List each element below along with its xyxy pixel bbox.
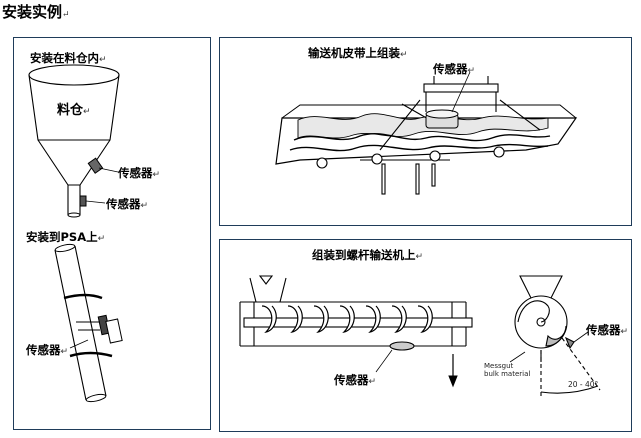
material-text-bulk: bulk material [484,370,531,378]
sensor-label-pipe: 传感器↵ [26,343,69,357]
bin-body [28,74,120,141]
bin-outlet-sensor [79,195,106,207]
pipe-clamp-bottom [69,351,113,358]
belt-sensor [425,71,471,129]
panel-bin-and-pipe [13,37,211,430]
belt-back-edge [281,104,577,119]
sensor-label-hopper: 传感器↵ [118,166,161,180]
pipe-right-wall [74,245,107,397]
material-text-messgut: Messgut [484,362,514,370]
bin-outlet-end [67,212,81,218]
heading-belt-conveyor: 输送机皮带上组装↵ [308,46,408,60]
bin-label: 料仓↵ [57,103,91,118]
angle-label: 20 - 40° [568,380,599,389]
screw-inlet [249,275,287,303]
screw-cross-section [509,275,601,398]
pipe-left-wall [54,249,87,401]
pipe-clamp-top [63,293,103,300]
sensor-label-screw-right: 传感器↵ [586,323,629,337]
heading-install-on-psa: 安装到PSA上↵ [26,230,106,244]
bulk-material-low [289,143,549,152]
pipe-bottom-end [85,393,107,403]
pipe-sensor [69,314,123,349]
bin-hopper-sensor [87,157,119,174]
page-title: 安装实例↵ [2,3,70,21]
pipe-top-end [54,243,76,253]
bulk-material-mid [293,133,551,142]
heading-install-in-bin: 安装在料仓内↵ [30,51,107,65]
heading-screw-conveyor: 组装到螺杆输送机上↵ [312,248,424,262]
sensor-label-outlet: 传感器↵ [106,197,149,211]
sensor-label-screw-bottom: 传感器↵ [334,373,377,387]
screw-flights [261,305,433,333]
screw-outlet-arrow [448,354,458,388]
belt-rollers [316,146,505,169]
screw-trough [239,301,473,347]
screw-bottom-sensor [375,341,415,373]
sensor-label-belt: 传感器↵ [433,62,476,76]
